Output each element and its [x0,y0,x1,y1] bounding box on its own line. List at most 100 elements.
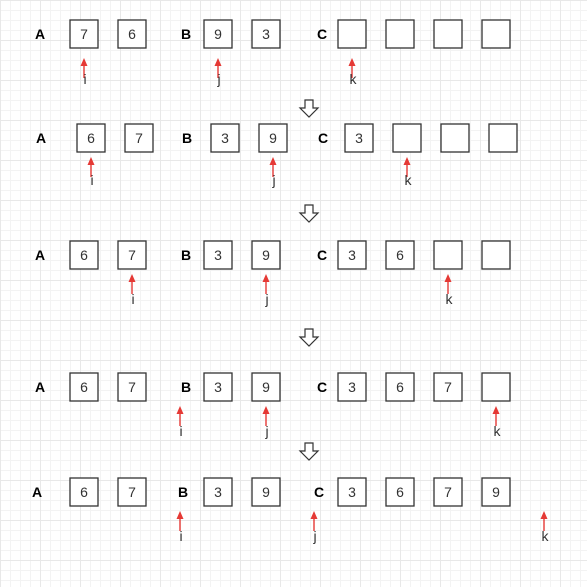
array-c-cell-2: 7 [433,477,463,507]
array-b-cell-0: 3 [210,123,240,153]
cell-value: 6 [396,379,404,395]
pointer-label-k: k [542,528,550,544]
cell-value: 9 [262,247,270,263]
cell-value: 6 [87,130,95,146]
array-a-cell-0: 7 [69,19,99,49]
array-c-cell-3 [481,240,511,270]
cell-value: 9 [214,26,222,42]
array-label-c: C [318,130,328,146]
merge-step-2: A 6 7 B 3 9 C 3 i j k [36,123,518,188]
array-label-b: B [181,247,191,263]
cell-value: 3 [355,130,363,146]
array-c-cell-2 [440,123,470,153]
array-label-a: A [35,26,45,42]
pointer-i: i [128,274,136,307]
array-c-cell-0 [337,19,367,49]
array-b-cell-1: 9 [258,123,288,153]
array-c-cell-2 [433,240,463,270]
array-c-cell-1 [392,123,422,153]
cell-value: 6 [396,247,404,263]
cell-value: 9 [262,379,270,395]
array-label-a: A [35,247,45,263]
array-a-cell-1: 7 [124,123,154,153]
array-c-cell-1: 6 [385,372,415,402]
array-c-cell-0: 3 [337,372,367,402]
pointer-label-j: j [216,71,220,87]
array-label-b: B [181,379,191,395]
array-label-a: A [35,379,45,395]
array-c-cell-1: 6 [385,240,415,270]
down-arrow-icon [298,204,320,223]
cell-value: 3 [348,484,356,500]
array-b-cell-0: 9 [203,19,233,49]
cell-value: 6 [80,379,88,395]
cell-value: 3 [214,247,222,263]
cell-value: 9 [262,484,270,500]
pointer-label-i: i [131,291,134,307]
array-b-cell-0: 3 [203,372,233,402]
cell-value: 7 [128,247,136,263]
array-a-cell-1: 7 [117,372,147,402]
pointer-label-j: j [264,291,268,307]
array-label-c: C [317,26,327,42]
array-c-cell-0: 3 [337,477,367,507]
cell-value: 9 [269,130,277,146]
array-a-cell-0: 6 [69,372,99,402]
pointer-i: i [87,157,95,188]
pointer-j: j [262,274,270,307]
cell-value: 3 [214,379,222,395]
array-c-cell-3 [481,372,511,402]
array-c-cell-3 [481,19,511,49]
array-b-cell-1: 9 [251,240,281,270]
cell-value: 9 [492,484,500,500]
array-c-cell-2: 7 [433,372,463,402]
pointer-label-j: j [264,423,268,439]
pointer-label-k: k [350,71,358,87]
pointer-k: k [403,157,413,188]
array-label-c: C [317,247,327,263]
array-a-cell-1: 7 [117,477,147,507]
array-a-cell-1: 6 [117,19,147,49]
cell-value: 7 [135,130,143,146]
array-b-cell-1: 3 [251,19,281,49]
array-c-cell-0: 3 [344,123,374,153]
array-c-cell-3: 9 [481,477,511,507]
cell-value: 7 [128,379,136,395]
pointer-label-k: k [405,172,413,188]
array-c-cell-1 [385,19,415,49]
pointer-label-i: i [179,528,182,544]
array-a-cell-0: 6 [69,240,99,270]
pointer-j: j [262,406,270,439]
merge-step-4: A 6 7 B 3 9 C 3 6 7 i j k [35,372,511,439]
cell-value: 7 [128,484,136,500]
array-c-cell-3 [488,123,518,153]
pointer-j: j [310,511,318,544]
pointer-i: i [176,406,184,439]
cell-value: 3 [348,379,356,395]
cell-value: 6 [80,247,88,263]
array-b-cell-0: 3 [203,477,233,507]
pointer-label-k: k [494,423,502,439]
down-arrow-icon [298,442,320,461]
down-arrow-icon [298,99,320,118]
cell-value: 6 [80,484,88,500]
array-label-b: B [182,130,192,146]
array-label-b: B [181,26,191,42]
array-c-cell-0: 3 [337,240,367,270]
array-c-cell-1: 6 [385,477,415,507]
array-label-c: C [317,379,327,395]
array-label-a: A [36,130,46,146]
array-a-cell-0: 6 [76,123,106,153]
cell-value: 7 [80,26,88,42]
cell-value: 7 [444,379,452,395]
pointer-label-i: i [90,172,93,188]
pointer-label-k: k [446,291,454,307]
pointer-i: i [176,511,184,544]
cell-value: 6 [396,484,404,500]
pointer-k: k [348,58,358,87]
pointer-j: j [269,157,277,188]
